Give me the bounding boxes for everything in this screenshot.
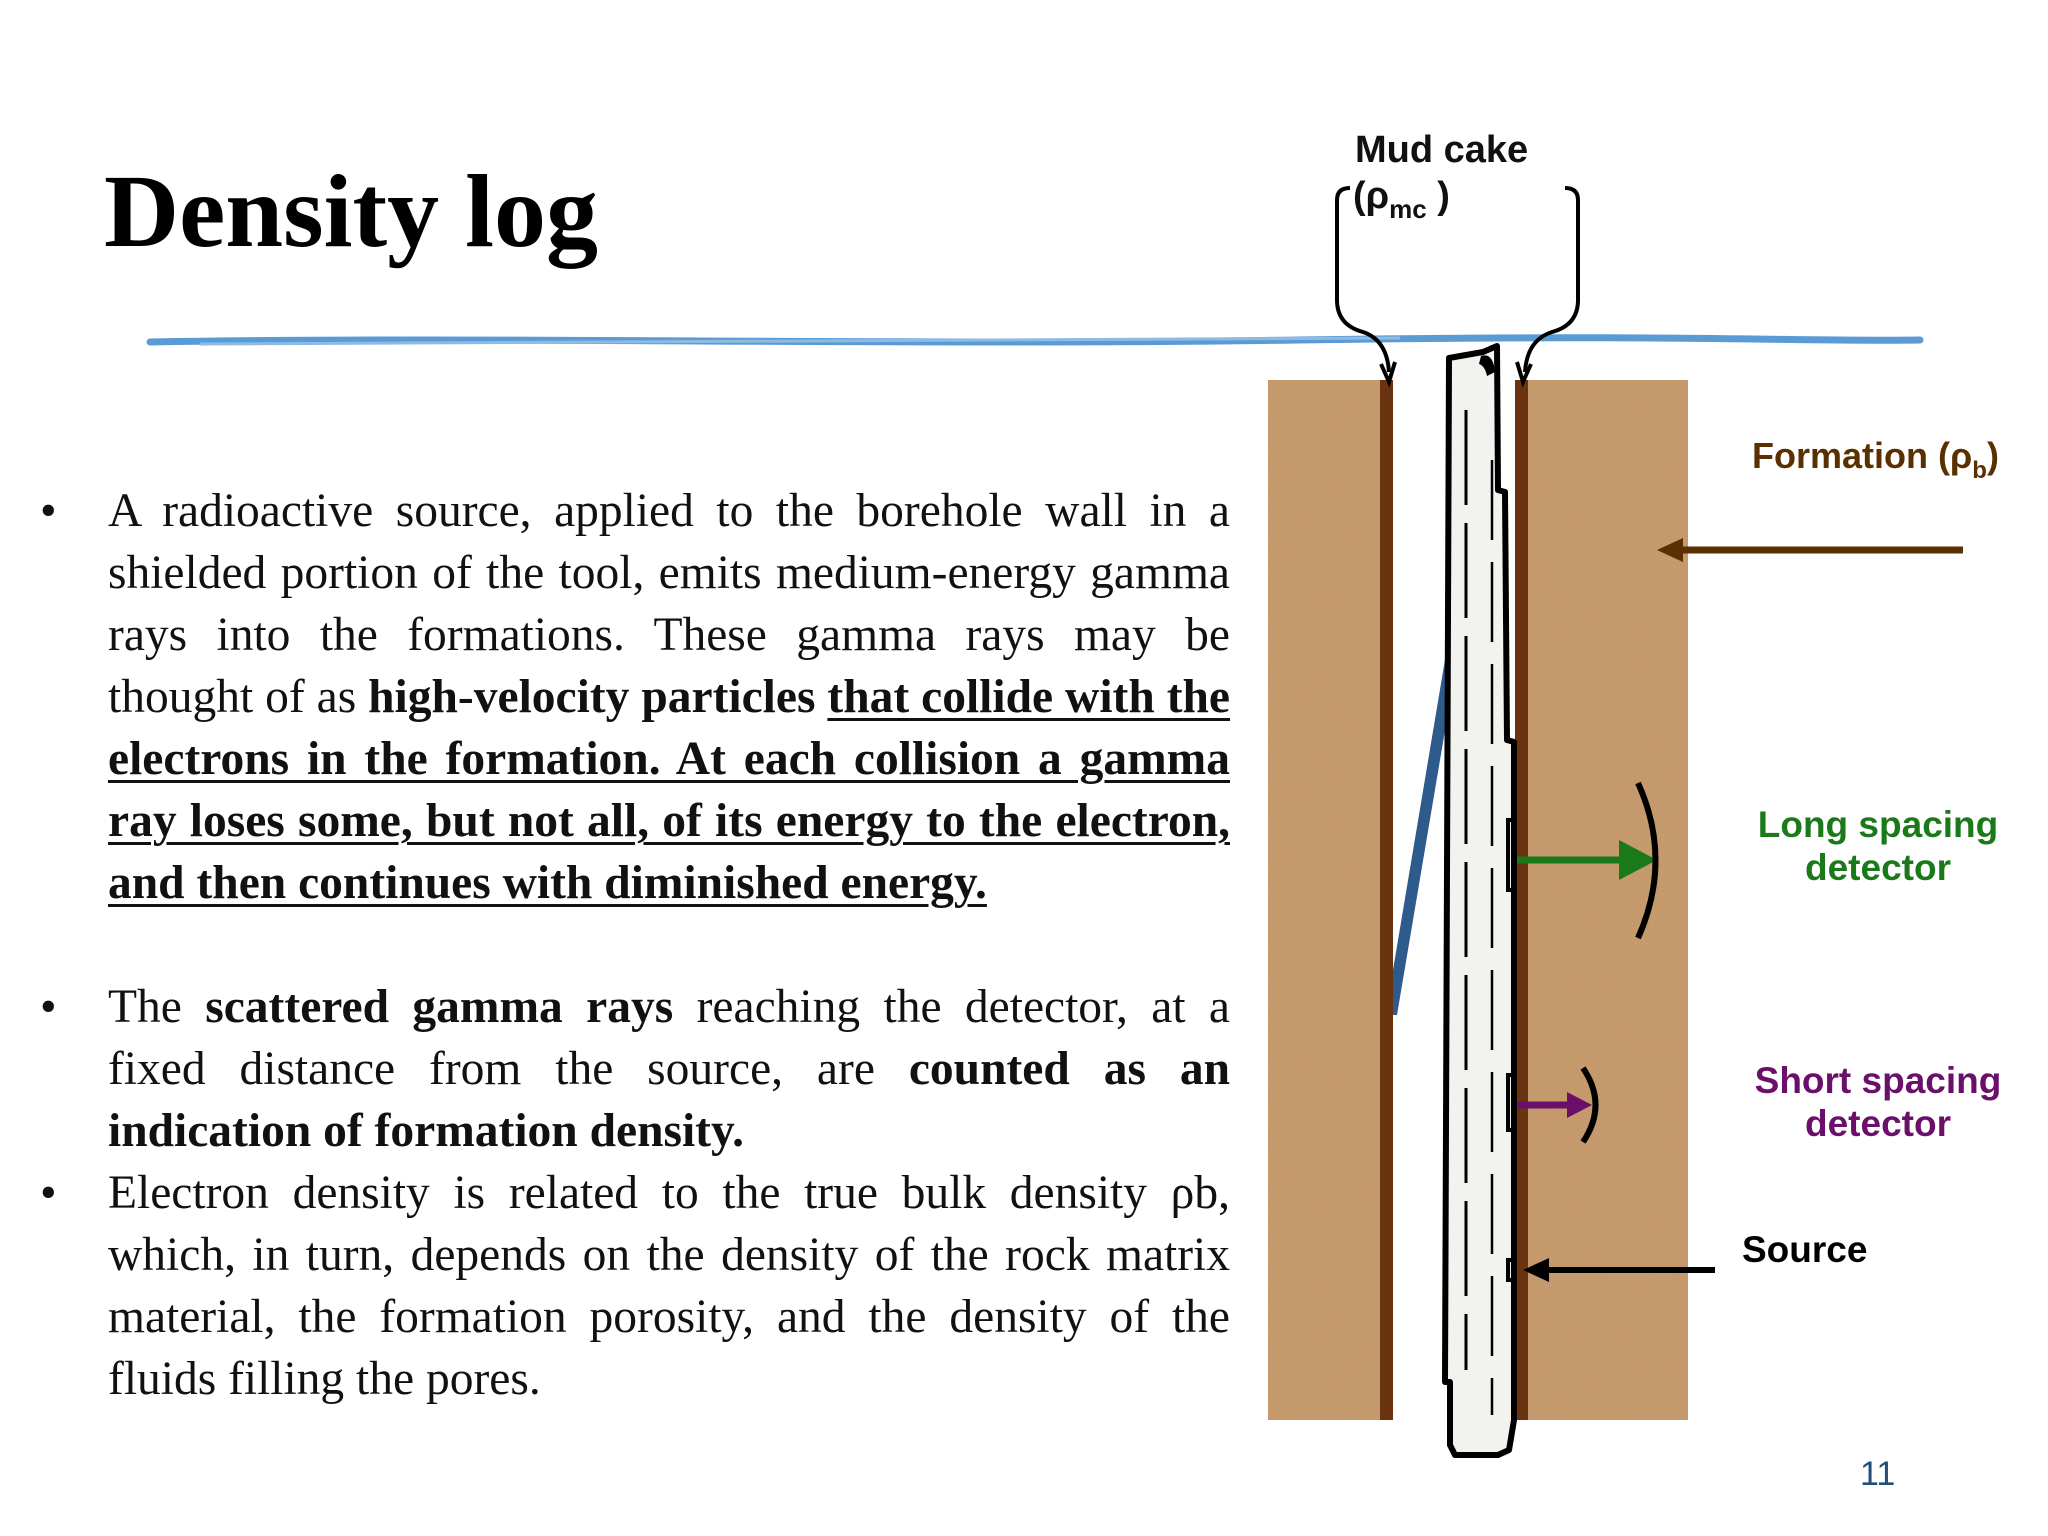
mud-cake-right bbox=[1515, 380, 1528, 1420]
source-label: Source bbox=[1742, 1229, 1867, 1270]
long-spacing-label-line2: detector bbox=[1805, 847, 1951, 888]
title-divider bbox=[146, 334, 1924, 346]
short-spacing-label-line1: Short spacing bbox=[1755, 1060, 2002, 1101]
formation-right bbox=[1528, 380, 1688, 1420]
long-spacing-detector-icon bbox=[1635, 781, 1659, 940]
formation-left bbox=[1268, 380, 1393, 1420]
bullet-item: A radioactive source, applied to the bor… bbox=[40, 480, 1230, 914]
mud-cake-label: Mud cake bbox=[1355, 129, 1528, 171]
page-number: 11 bbox=[1860, 1455, 1896, 1493]
short-spacing-arrow bbox=[1517, 1092, 1592, 1118]
slide-title: Density log bbox=[104, 154, 598, 269]
mud-cake-brace-right bbox=[1523, 186, 1580, 373]
mud-cake-left bbox=[1380, 380, 1393, 1420]
source-arrow bbox=[1523, 1258, 1715, 1282]
long-spacing-arrow bbox=[1517, 840, 1657, 880]
mud-cake-brace-left bbox=[1335, 186, 1391, 373]
formation-arrow bbox=[1657, 538, 1963, 562]
mud-cake-symbol: (ρmc ) bbox=[1353, 175, 1450, 224]
density-tool-diagram: Mud cake (ρmc ) Formation (ρb) Long spac… bbox=[1268, 129, 2002, 1458]
short-spacing-label-line2: detector bbox=[1805, 1103, 1951, 1144]
bullet-item: Electron density is related to the true … bbox=[40, 1162, 1230, 1410]
logging-tool bbox=[1442, 343, 1517, 1458]
bullet-list: A radioactive source, applied to the bor… bbox=[40, 480, 1230, 1410]
long-spacing-label-line1: Long spacing bbox=[1758, 804, 1999, 845]
short-spacing-detector-icon bbox=[1580, 1066, 1599, 1144]
formation-label: Formation (ρb) bbox=[1752, 435, 1999, 484]
bullet-item: The scattered gamma rays reaching the de… bbox=[40, 976, 1230, 1162]
